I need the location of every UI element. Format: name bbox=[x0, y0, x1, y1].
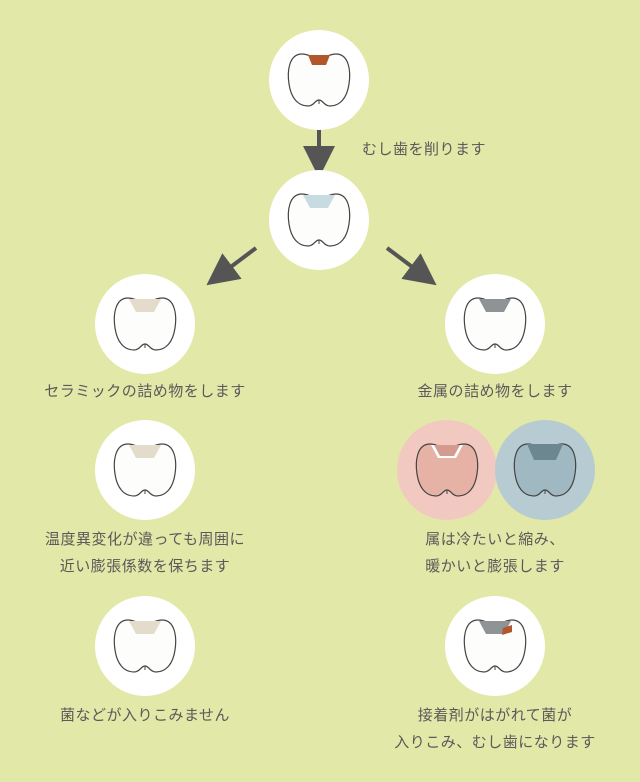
ceramic-point1-line1: 温度異変化が違っても周囲に bbox=[44, 530, 245, 548]
metal-point1-line1: 属は冷たいと縮み、 bbox=[425, 530, 565, 548]
metal-filling bbox=[479, 299, 511, 312]
ceramic-point1-line2: 近い膨張係数を保ちます bbox=[59, 557, 231, 575]
ceramic-sealed-tooth-circle bbox=[95, 596, 195, 696]
metal-point2-line2: 入りこみ、むし歯になります bbox=[394, 733, 596, 751]
step-remove-decay-label: むし歯を削ります bbox=[362, 140, 487, 158]
cold-tooth-icon bbox=[513, 443, 577, 497]
metal-title: 金属の詰め物をします bbox=[417, 382, 573, 400]
cavity bbox=[303, 195, 335, 208]
arrow-to-ceramic bbox=[206, 246, 258, 286]
decayed-tooth-icon bbox=[287, 53, 351, 107]
metal-point2-line1: 接着剤がはがれて菌が bbox=[417, 706, 573, 724]
metal-leaking-tooth-circle bbox=[445, 596, 545, 696]
metal-expanded-tooth-circle bbox=[495, 420, 595, 520]
ceramic-filling bbox=[129, 299, 161, 312]
metal-tooth-icon bbox=[463, 297, 527, 351]
ceramic-filling bbox=[129, 621, 161, 634]
prepared-tooth-icon bbox=[287, 193, 351, 247]
ceramic-temperature-tooth-circle bbox=[95, 420, 195, 520]
metal-point1: 属は冷たいと縮み、 暖かいと膨張します bbox=[365, 526, 625, 580]
ceramic-filled-tooth-circle bbox=[95, 274, 195, 374]
ceramic-tooth-icon bbox=[113, 297, 177, 351]
ceramic-title: セラミックの詰め物をします bbox=[44, 382, 246, 400]
ceramic-point2: 菌などが入りこみません bbox=[59, 706, 231, 724]
ceramic-point1: 温度異変化が違っても周囲に 近い膨張係数を保ちます bbox=[15, 526, 275, 580]
metal-filled-tooth-circle bbox=[445, 274, 545, 374]
metal-point1-line2: 暖かいと膨張します bbox=[425, 557, 565, 575]
metal-decay-tooth-icon bbox=[463, 619, 527, 673]
prepared-tooth-circle bbox=[269, 170, 369, 270]
decay-spot bbox=[502, 625, 512, 635]
metal-point2: 接着剤がはがれて菌が 入りこみ、むし歯になります bbox=[355, 702, 635, 756]
ceramic-filling bbox=[129, 445, 161, 458]
decayed-tooth-circle bbox=[269, 30, 369, 130]
ceramic-tooth-icon bbox=[113, 619, 177, 673]
ceramic-tooth-icon bbox=[113, 443, 177, 497]
metal-contracted-tooth-circle bbox=[397, 420, 497, 520]
metal-filling bbox=[434, 445, 460, 456]
warm-tooth-icon bbox=[415, 443, 479, 497]
decay-spot bbox=[308, 55, 330, 65]
arrow-to-metal bbox=[385, 246, 437, 286]
metal-filling bbox=[527, 444, 563, 460]
